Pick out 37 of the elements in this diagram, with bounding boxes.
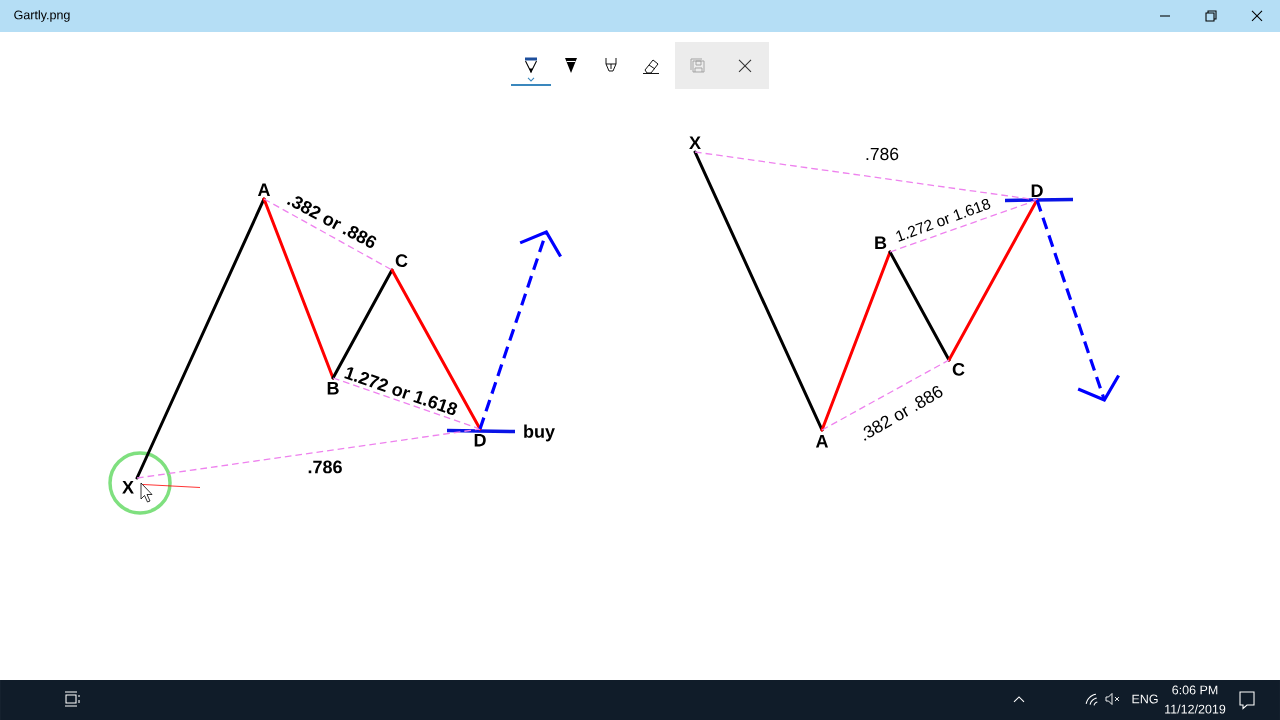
edge-label: 1.272 or 1.618 <box>341 364 461 418</box>
edge-label: .382 or .886 <box>855 382 947 444</box>
point-label: D <box>1031 184 1043 197</box>
solid-line <box>693 150 824 432</box>
edge-label: .786 <box>306 459 344 475</box>
edge-label: .382 or .886 <box>283 190 381 252</box>
dashed-line <box>263 198 393 271</box>
dashed-line <box>821 359 950 431</box>
solid-line <box>331 268 394 380</box>
point-label: C <box>395 254 408 267</box>
solid-line <box>390 268 482 431</box>
dashed-arrow <box>478 230 562 430</box>
dashed-arrow <box>1035 199 1120 402</box>
clock-date: 11/12/2019 <box>1165 704 1226 714</box>
point-label: C <box>952 363 965 376</box>
dashed-line <box>332 377 481 430</box>
edge-label: .786 <box>863 146 901 162</box>
edge-label: 1.272 or 1.618 <box>892 196 994 244</box>
point-label: B <box>875 236 887 249</box>
point-label: A <box>815 435 829 448</box>
solid-line <box>135 197 266 480</box>
dashed-line <box>694 151 1038 201</box>
point-label: X <box>689 136 701 149</box>
point-label: B <box>327 382 339 395</box>
language-code: ENG <box>1132 694 1158 704</box>
point-label: X <box>122 481 134 494</box>
annotation-text: buy <box>524 424 555 442</box>
solid-line <box>262 197 335 380</box>
window-title: Gartly.png <box>14 10 70 22</box>
clock-time: 6:06 PM <box>1172 685 1218 695</box>
solid-line <box>947 198 1039 362</box>
dashed-line <box>889 199 1038 253</box>
point-label: D <box>474 434 486 447</box>
solid-line <box>820 250 892 432</box>
point-label: A <box>257 183 271 196</box>
solid-line <box>888 250 951 362</box>
dashed-line <box>136 428 481 479</box>
